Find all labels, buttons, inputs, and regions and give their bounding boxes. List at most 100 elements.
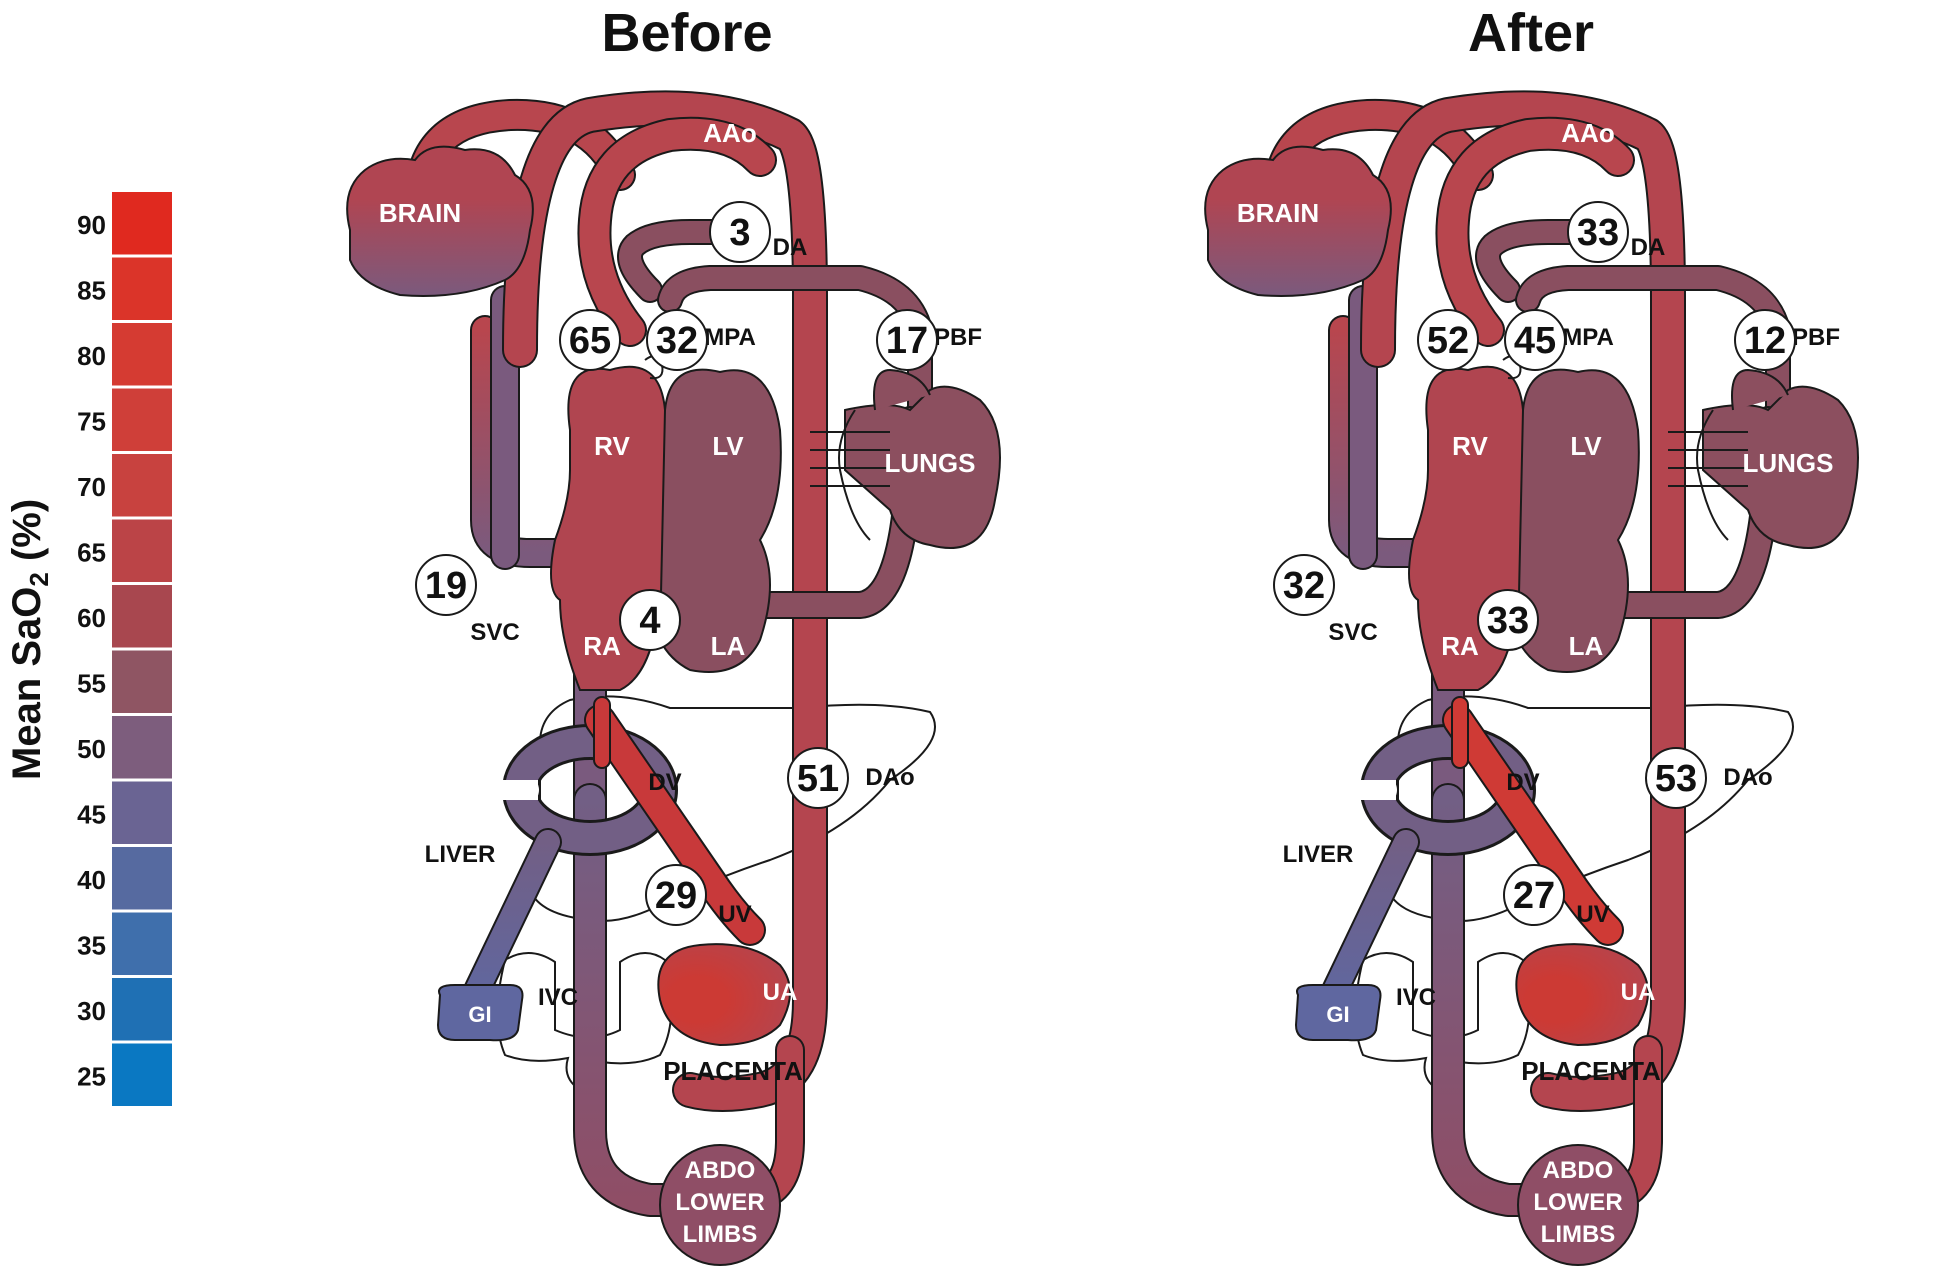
- mpa-label: MPA: [1562, 324, 1614, 351]
- ra-label: RA: [583, 631, 621, 661]
- dao-saturation-circle: [787, 747, 849, 809]
- legend-swatch: [112, 912, 172, 975]
- portal-ring-gap: [502, 780, 538, 800]
- ra-outflow-saturation-value: 65: [569, 320, 611, 362]
- uv-saturation-value: 27: [1513, 875, 1555, 917]
- panel-title-after: After: [1467, 3, 1594, 63]
- ra-label: RA: [1441, 631, 1479, 661]
- legend-swatch: [112, 781, 172, 844]
- gi-vein: [458, 830, 560, 1017]
- mpa-saturation-value: 45: [1514, 320, 1556, 362]
- umbilical-vein: [1444, 706, 1622, 944]
- legend-swatch: [112, 257, 172, 320]
- ivc-lower: [1433, 785, 1563, 1215]
- svc-saturation-circle: [415, 554, 477, 616]
- lv-label: LV: [712, 431, 744, 461]
- pbf-label: PBF: [1792, 324, 1840, 351]
- abdo-label-1: ABDO: [685, 1157, 756, 1184]
- lung-right: [844, 385, 1001, 549]
- legend-tick: 40: [77, 865, 106, 895]
- portal-ring-gap: [1360, 780, 1396, 800]
- svc-saturation-circle: [1273, 554, 1335, 616]
- liver-label: LIVER: [425, 841, 496, 868]
- legend-tick: 80: [77, 341, 106, 371]
- ductus-arteriosus: [1477, 221, 1619, 301]
- aorta-descending: [1362, 92, 1684, 1110]
- foramen-saturation-value: 4: [639, 600, 660, 642]
- umbilical-vein: [586, 706, 764, 944]
- legend-swatch: [112, 454, 172, 517]
- foramen-saturation-circle: [1477, 589, 1539, 651]
- svc-label: SVC: [470, 619, 519, 646]
- legend-tick: 50: [77, 734, 106, 764]
- lung-left-lobe: [1731, 368, 1789, 411]
- legend-tick: 30: [77, 996, 106, 1026]
- da-saturation-value: 33: [1577, 212, 1619, 254]
- legend-swatch: [112, 585, 172, 648]
- left-heart: [658, 368, 782, 673]
- abdo-label-3: LIMBS: [683, 1221, 758, 1248]
- pbf-saturation-circle: [876, 309, 938, 371]
- legend-tick: 45: [77, 800, 106, 830]
- da-saturation-circle: [1567, 201, 1629, 263]
- legend-tick: 35: [77, 931, 106, 961]
- legend-tick: 60: [77, 603, 106, 633]
- svc-label: SVC: [1328, 619, 1377, 646]
- mpa-saturation-circle: [1504, 309, 1566, 371]
- ductus-arteriosus: [619, 221, 761, 301]
- pbf-saturation-value: 17: [886, 320, 928, 362]
- mpa-saturation-circle: [646, 309, 708, 371]
- abdo-label-3: LIMBS: [1541, 1221, 1616, 1248]
- lung-left-lobe: [873, 368, 931, 411]
- pbf-saturation-value: 12: [1744, 320, 1786, 362]
- ivc-label: IVC: [538, 984, 578, 1011]
- placenta-label: PLACENTA: [1521, 1056, 1661, 1086]
- ra-outflow-saturation-circle: [559, 309, 621, 371]
- placenta-label: PLACENTA: [663, 1056, 803, 1086]
- legend-swatch: [112, 978, 172, 1041]
- placenta: [657, 943, 791, 1047]
- da-saturation-circle: [709, 201, 771, 263]
- gi-label: GI: [1326, 1002, 1349, 1027]
- da-saturation-value: 3: [729, 212, 750, 254]
- dv-label: DV: [1506, 769, 1539, 796]
- uv-label: UV: [718, 901, 751, 928]
- legend-swatch: [112, 192, 172, 255]
- lv-label: LV: [1570, 431, 1602, 461]
- foramen-saturation-circle: [619, 589, 681, 651]
- legend-tick: 55: [77, 669, 106, 699]
- gi-segment: [436, 984, 524, 1042]
- ua-label: UA: [1621, 979, 1656, 1006]
- legend-tick: 65: [77, 538, 106, 568]
- legend-swatch: [112, 847, 172, 910]
- uv-saturation-value: 29: [655, 875, 697, 917]
- abdo-label-2: LOWER: [1533, 1189, 1622, 1216]
- aao-label: AAo: [1561, 118, 1614, 148]
- aortic-arch: [579, 118, 775, 345]
- aorta-descending: [504, 92, 826, 1110]
- mpa-saturation-value: 32: [656, 320, 698, 362]
- brain-label: BRAIN: [1237, 198, 1319, 228]
- dv-label: DV: [648, 769, 681, 796]
- la-label: LA: [711, 631, 746, 661]
- mpa-label: MPA: [704, 324, 756, 351]
- aao-label: AAo: [703, 118, 756, 148]
- rv-label: RV: [594, 431, 630, 461]
- abdo-label-2: LOWER: [675, 1189, 764, 1216]
- dao-saturation-value: 53: [1655, 758, 1697, 800]
- dao-saturation-value: 51: [797, 758, 839, 800]
- gi-segment: [1294, 984, 1382, 1042]
- legend-swatch: [112, 650, 172, 713]
- dao-saturation-circle: [1645, 747, 1707, 809]
- uv-saturation-circle: [645, 864, 707, 926]
- legend-swatch: [112, 323, 172, 386]
- ra-outflow-saturation-value: 52: [1427, 320, 1469, 362]
- legend-tick: 90: [77, 210, 106, 240]
- da-label: DA: [1631, 234, 1666, 261]
- legend-title: Mean SaO2 (%): [5, 499, 54, 780]
- before-diagram: BRAINLUNGSGIPLACENTAUAABDOLOWERLIMBSAAoD…: [346, 90, 1001, 1266]
- gi-vein: [1316, 830, 1418, 1017]
- abdo-lower-limbs: [659, 1144, 781, 1266]
- pbf-label: PBF: [934, 324, 982, 351]
